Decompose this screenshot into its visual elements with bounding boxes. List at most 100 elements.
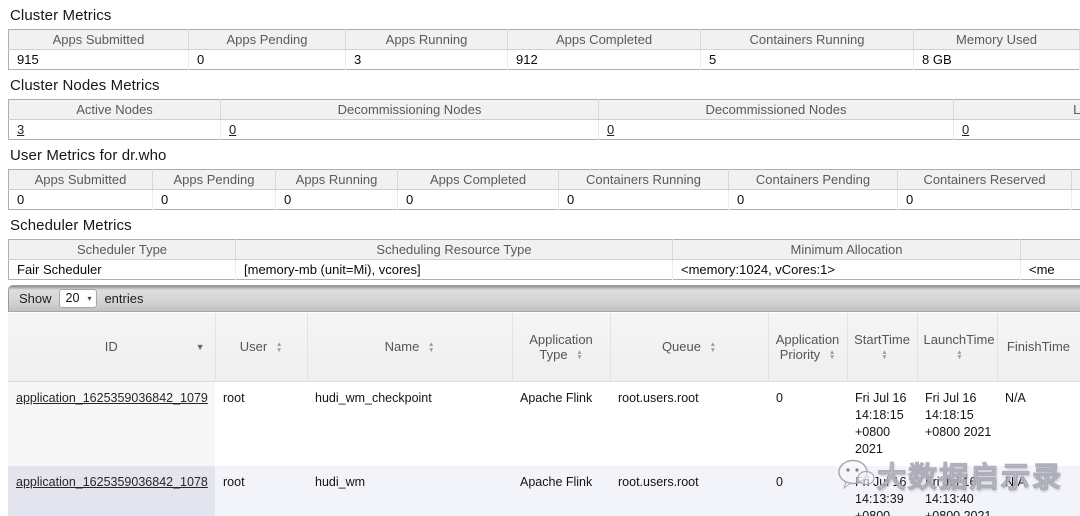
apps-pending-value: 0 — [189, 50, 346, 70]
name-cell: hudi_wm — [307, 466, 512, 516]
col-scheduling-resource-type: Scheduling Resource Type — [236, 240, 673, 260]
col-user-apps-pending: Apps Pending — [153, 170, 276, 190]
queue-cell: root.users.root — [610, 381, 768, 466]
launchtime-cell: Fri Jul 16 14:13:40 +0800 2021 — [917, 466, 997, 516]
sort-icon — [956, 350, 962, 361]
page-size-select[interactable]: 20 ▾ — [59, 289, 98, 308]
scheduler-metrics-heading: Scheduler Metrics — [10, 217, 1080, 234]
header-name[interactable]: Name — [307, 313, 512, 381]
sort-icon — [276, 342, 282, 353]
cluster-nodes-table: Active Nodes Decommissioning Nodes Decom… — [8, 99, 1080, 140]
apps-submitted-value: 915 — [9, 50, 189, 70]
header-application-type[interactable]: Application Type — [512, 313, 610, 381]
user-metrics-table: Apps Submitted Apps Pending Apps Running… — [8, 169, 1080, 210]
col-minimum-allocation: Minimum Allocation — [673, 240, 1021, 260]
col-user-containers-reserved: Containers Reserved — [898, 170, 1072, 190]
decommissioned-nodes-link[interactable]: 0 — [607, 122, 614, 137]
finishtime-cell: N/A — [997, 381, 1080, 466]
user-apps-running-value: 0 — [276, 190, 398, 210]
apps-running-value: 3 — [346, 50, 508, 70]
finishtime-cell: N/A — [997, 466, 1080, 516]
application-type-cell: Apache Flink — [512, 381, 610, 466]
user-containers-running-value: 0 — [559, 190, 729, 210]
memory-used-value: 8 GB — [914, 50, 1080, 70]
name-cell: hudi_wm_checkpoint — [307, 381, 512, 466]
queue-cell: root.users.root — [610, 466, 768, 516]
sort-icon — [428, 342, 434, 353]
decommissioning-nodes-link[interactable]: 0 — [229, 122, 236, 137]
table-toolbar: Show 20 ▾ entries — [8, 285, 1080, 312]
applications-table: ID User Name Application Type Queue Appl… — [8, 313, 1080, 516]
header-queue[interactable]: Queue — [610, 313, 768, 381]
col-apps-submitted: Apps Submitted — [9, 30, 189, 50]
col-scheduler-type: Scheduler Type — [9, 240, 236, 260]
user-apps-completed-value: 0 — [398, 190, 559, 210]
sort-icon — [710, 342, 716, 353]
maximum-allocation-value: <me — [1021, 260, 1080, 280]
col-user-apps-completed: Apps Completed — [398, 170, 559, 190]
application-id-link[interactable]: application_1625359036842_1078 — [16, 475, 208, 489]
cluster-nodes-values: 3 0 0 0 — [9, 120, 1080, 140]
launchtime-cell: Fri Jul 16 14:18:15 +0800 2021 — [917, 381, 997, 466]
cluster-metrics-values: 915 0 3 912 5 8 GB — [9, 50, 1080, 70]
sort-icon — [829, 350, 835, 361]
sort-desc-icon — [196, 342, 205, 352]
starttime-cell: Fri Jul 16 14:18:15 +0800 2021 — [847, 381, 917, 466]
header-user[interactable]: User — [215, 313, 307, 381]
col-memory-used: Memory Used — [914, 30, 1080, 50]
cluster-metrics-table: Apps Submitted Apps Pending Apps Running… — [8, 29, 1080, 70]
header-starttime[interactable]: StartTime — [847, 313, 917, 381]
scheduler-type-value: Fair Scheduler — [9, 260, 236, 280]
priority-cell: 0 — [768, 466, 847, 516]
user-metrics-heading: User Metrics for dr.who — [10, 147, 1080, 164]
cluster-nodes-metrics-heading: Cluster Nodes Metrics — [10, 77, 1080, 94]
cluster-metrics-heading: Cluster Metrics — [10, 7, 1080, 24]
apps-completed-value: 912 — [508, 50, 701, 70]
col-apps-running: Apps Running — [346, 30, 508, 50]
scheduling-resource-type-value: [memory-mb (unit=Mi), vcores] — [236, 260, 673, 280]
user-containers-pending-value: 0 — [729, 190, 898, 210]
col-apps-completed: Apps Completed — [508, 30, 701, 50]
col-overflow — [1072, 170, 1080, 190]
col-decommissioned-nodes: Decommissioned Nodes — [599, 100, 954, 120]
user-cell: root — [215, 381, 307, 466]
entries-label: entries — [104, 291, 143, 306]
col-active-nodes: Active Nodes — [9, 100, 221, 120]
lost-nodes-link[interactable]: 0 — [962, 122, 969, 137]
header-launchtime[interactable]: LaunchTime — [917, 313, 997, 381]
header-finishtime[interactable]: FinishTime — [997, 313, 1080, 381]
chevron-down-icon: ▾ — [87, 291, 91, 306]
scheduler-metrics-values: Fair Scheduler [memory-mb (unit=Mi), vco… — [9, 260, 1080, 280]
user-metrics-values: 0 0 0 0 0 0 0 — [9, 190, 1080, 210]
sort-icon — [881, 350, 887, 361]
col-containers-running: Containers Running — [701, 30, 914, 50]
col-user-containers-pending: Containers Pending — [729, 170, 898, 190]
col-maximum-allocation — [1021, 240, 1080, 260]
active-nodes-link[interactable]: 3 — [17, 122, 24, 137]
col-user-containers-running: Containers Running — [559, 170, 729, 190]
col-apps-pending: Apps Pending — [189, 30, 346, 50]
header-application-priority[interactable]: Application Priority — [768, 313, 847, 381]
minimum-allocation-value: <memory:1024, vCores:1> — [673, 260, 1021, 280]
priority-cell: 0 — [768, 381, 847, 466]
user-apps-pending-value: 0 — [153, 190, 276, 210]
containers-running-value: 5 — [701, 50, 914, 70]
show-label: Show — [19, 291, 52, 306]
user-containers-reserved-value: 0 — [898, 190, 1072, 210]
table-row: application_1625359036842_1079 root hudi… — [8, 381, 1080, 466]
col-user-apps-submitted: Apps Submitted — [9, 170, 153, 190]
user-apps-submitted-value: 0 — [9, 190, 153, 210]
starttime-cell: Fri Jul 16 14:13:39 +0800 2021 — [847, 466, 917, 516]
applications-section: Show 20 ▾ entries ID User Name Applicati… — [8, 285, 1080, 516]
header-id[interactable]: ID — [8, 313, 215, 381]
col-decommissioning-nodes: Decommissioning Nodes — [221, 100, 599, 120]
col-user-apps-running: Apps Running — [276, 170, 398, 190]
scheduler-metrics-table: Scheduler Type Scheduling Resource Type … — [8, 239, 1080, 280]
col-lost-nodes: Lost Nodes — [954, 100, 1080, 120]
sort-icon — [576, 350, 582, 361]
application-type-cell: Apache Flink — [512, 466, 610, 516]
applications-header-row: ID User Name Application Type Queue Appl… — [8, 313, 1080, 381]
table-row: application_1625359036842_1078 root hudi… — [8, 466, 1080, 516]
application-id-link[interactable]: application_1625359036842_1079 — [16, 391, 208, 405]
user-cell: root — [215, 466, 307, 516]
